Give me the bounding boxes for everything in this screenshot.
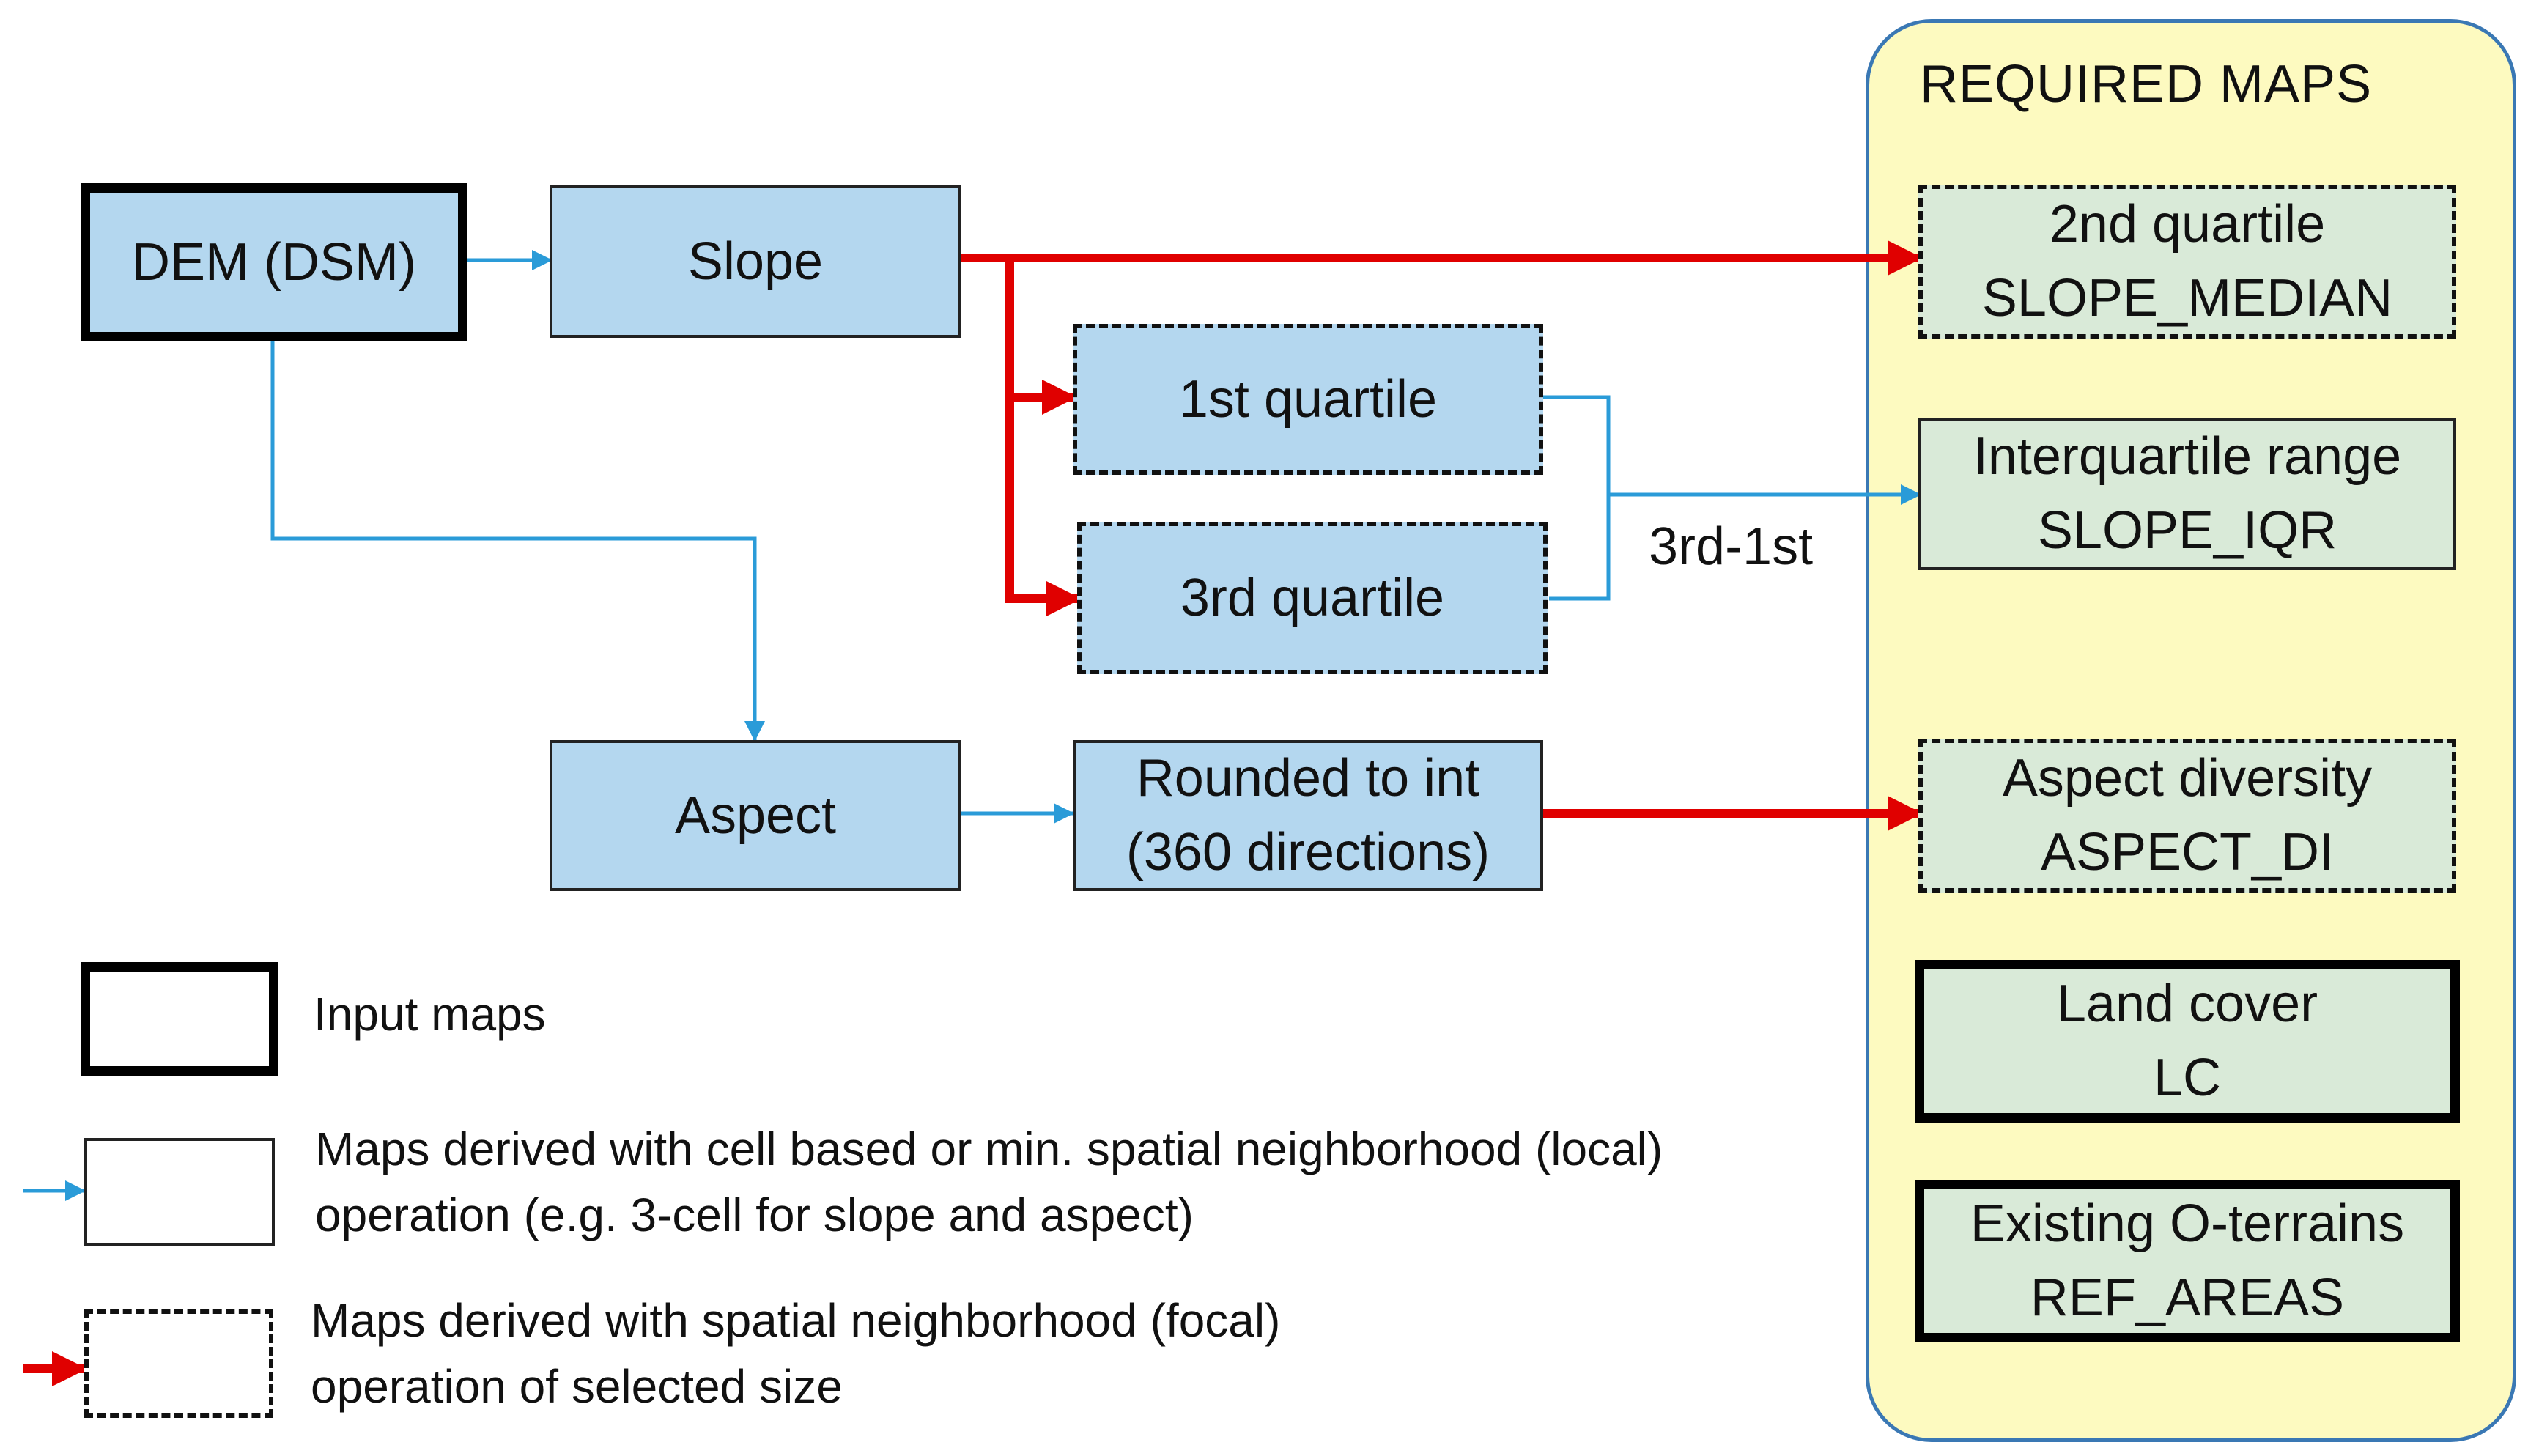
legend-focal-box [84,1309,273,1418]
legend-focal-line2: operation of selected size [311,1360,843,1413]
rounded-node-line2: (360 directions) [1126,823,1490,882]
rounded-node: Rounded to int (360 directions) [1073,740,1543,891]
slope-node-label: Slope [687,232,824,291]
dem-node: DEM (DSM) [81,183,467,341]
median-node-line2: SLOPE_MEDIAN [1981,269,2393,328]
slope-node: Slope [550,185,961,338]
iqr-node: Interquartile range SLOPE_IQR [1918,418,2456,570]
lc-node-line1: Land cover [2056,975,2318,1034]
q3-node-label: 3rd quartile [1180,568,1445,627]
aspect-node: Aspect [550,740,961,891]
legend-local-box [84,1138,275,1246]
q3-node: 3rd quartile [1077,522,1548,674]
legend-input-box [81,962,278,1076]
bracket-q1-q3 [1542,395,1611,601]
iqr-node-line1: Interquartile range [1973,427,2402,487]
ref-node-line2: REF_AREAS [2030,1268,2345,1327]
iqr-node-line2: SLOPE_IQR [2037,501,2337,560]
iqr-edge-label: 3rd-1st [1649,517,1814,576]
median-node-line1: 2nd quartile [2049,195,2326,254]
aspect-di-node-line2: ASPECT_DI [2040,823,2335,882]
aspect-node-label: Aspect [674,786,837,845]
ref-node-line1: Existing O-terrains [1970,1194,2405,1254]
q1-node-label: 1st quartile [1178,369,1438,429]
median-node: 2nd quartile SLOPE_MEDIAN [1918,185,2456,339]
arrow-slope-to-q3 [1005,396,1082,616]
legend-local-line1: Maps derived with cell based or min. spa… [315,1123,1663,1175]
rounded-node-line1: Rounded to int [1136,749,1480,808]
arrow-dem-to-aspect [270,336,765,742]
legend-input-label: Input maps [314,988,546,1041]
lc-node: Land cover LC [1915,960,2460,1123]
arrow-slope-to-q1 [1005,258,1077,415]
legend-focal-line1: Maps derived with spatial neighborhood (… [311,1294,1281,1347]
q1-node: 1st quartile [1073,324,1543,475]
ref-node: Existing O-terrains REF_AREAS [1915,1180,2460,1342]
aspect-di-node-line1: Aspect diversity [2002,749,2373,808]
legend-local-line2: operation (e.g. 3-cell for slope and asp… [315,1189,1194,1241]
panel-title: REQUIRED MAPS [1920,55,2373,114]
aspect-di-node: Aspect diversity ASPECT_DI [1918,739,2456,893]
dem-node-label: DEM (DSM) [132,232,416,292]
lc-node-line2: LC [2153,1049,2222,1107]
